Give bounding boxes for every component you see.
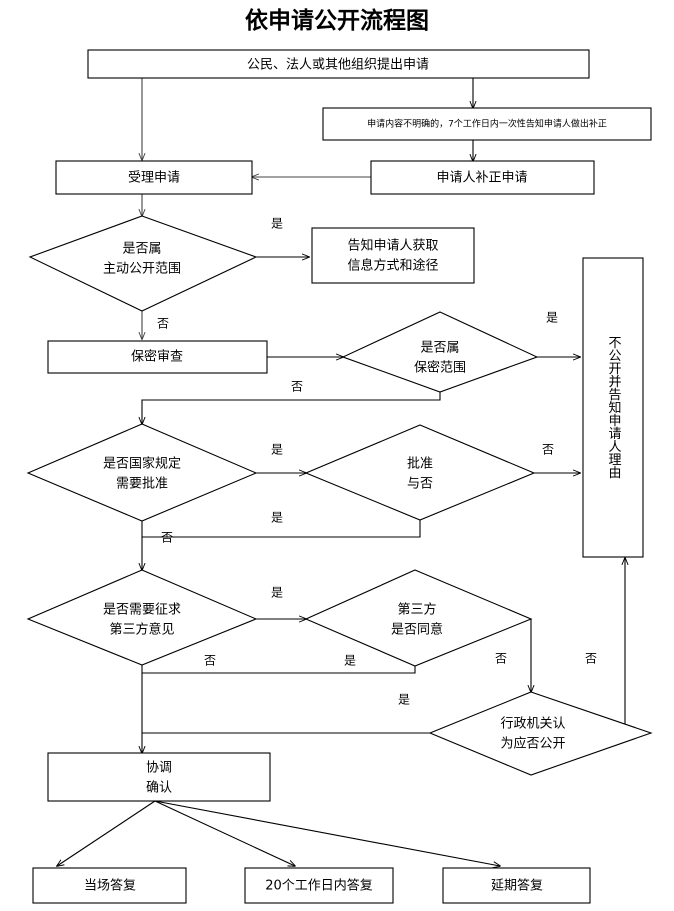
node-accept-label: 受理申请 bbox=[128, 171, 180, 186]
edge-label-d5-no: 否 bbox=[204, 654, 216, 668]
node-decision-third-party-opinion[interactable]: 是否需要征求 第三方意见 bbox=[26, 569, 258, 666]
node-delayed-label: 延期答复 bbox=[491, 878, 543, 894]
node-coordinate-confirm[interactable]: 协调 确认 bbox=[47, 752, 271, 802]
node-decision-active-disclosure[interactable]: 是否属 主动公开范围 bbox=[28, 215, 258, 312]
node-decision-confidential-scope[interactable]: 是否属 保密范围 bbox=[341, 311, 539, 393]
page-title: 依申请公开流程图 bbox=[245, 7, 429, 34]
node-confidentiality-review[interactable]: 保密审查 bbox=[47, 340, 268, 374]
node-d1-label-line1: 是否属 bbox=[122, 242, 161, 257]
edge-label-d3-yes: 是 bbox=[271, 443, 283, 457]
edge-coord-to-20days bbox=[154, 800, 295, 866]
edge-label-d4-no: 否 bbox=[542, 443, 554, 457]
node-d2-label-line2: 保密范围 bbox=[414, 360, 466, 376]
node-d4-label-line2: 与否 bbox=[407, 477, 433, 492]
node-d6-label-line1: 第三方 bbox=[397, 602, 436, 618]
node-d7-label-line1: 行政机关认 bbox=[500, 717, 565, 732]
node-decision-approved[interactable]: 批准 与否 bbox=[304, 424, 536, 521]
node-coord-label-line2: 确认 bbox=[146, 781, 172, 796]
node-decision-state-approval[interactable]: 是否国家规定 需要批准 bbox=[26, 423, 258, 522]
node-clarify-label: 申请内容不明确的，7个工作日内一次性告知申请人做出补正 bbox=[367, 118, 607, 130]
node-review-label: 保密审查 bbox=[131, 349, 183, 365]
edge-label-d6-yes2: 是 bbox=[398, 693, 410, 707]
node-d1-label-line2: 主动公开范围 bbox=[103, 262, 181, 277]
edge-label-d6-no: 否 bbox=[495, 652, 507, 666]
edge-d6-yes-join bbox=[142, 666, 416, 674]
node-d3-label-line2: 需要批准 bbox=[116, 477, 168, 492]
node-nondisclose-label: 不公开并告知申请人理由 bbox=[606, 336, 622, 479]
edge-label-d1-yes: 是 bbox=[271, 217, 283, 231]
node-reply-delayed[interactable]: 延期答复 bbox=[442, 867, 591, 904]
node-d2-label-line1: 是否属 bbox=[420, 341, 459, 356]
node-amend-label: 申请人补正申请 bbox=[436, 171, 527, 186]
node-reply-onsite[interactable]: 当场答复 bbox=[32, 867, 187, 904]
node-nondisclose-reason[interactable]: 不公开并告知申请人理由 bbox=[582, 257, 644, 558]
node-inform-channel[interactable]: 告知申请人获取 信息方式和途径 bbox=[311, 227, 475, 284]
node-d3-label-line1: 是否国家规定 bbox=[103, 456, 181, 472]
edge-label-d5-yes: 是 bbox=[271, 586, 283, 600]
node-20days-label: 20个工作日内答复 bbox=[265, 878, 373, 894]
node-d6-label-line2: 是否同意 bbox=[391, 622, 443, 638]
edge-label-d3-yes2: 是 bbox=[271, 511, 283, 525]
node-apply-label: 公民、法人或其他组织提出申请 bbox=[247, 57, 429, 73]
node-coord-label-line1: 协调 bbox=[146, 761, 172, 776]
node-decision-agency-disclose[interactable]: 行政机关认 为应否公开 bbox=[428, 691, 653, 776]
node-decision-third-party-agree[interactable]: 第三方 是否同意 bbox=[304, 569, 533, 667]
node-amend[interactable]: 申请人补正申请 bbox=[370, 160, 595, 195]
edge-label-d3-no: 否 bbox=[161, 531, 173, 545]
edge-coord-to-delayed bbox=[154, 800, 500, 866]
edge-label-d7-no: 否 bbox=[585, 652, 597, 666]
edge-d4-yes-join bbox=[142, 520, 421, 538]
node-d7-label-line2: 为应否公开 bbox=[500, 736, 565, 752]
edge-d2-no-to-d3 bbox=[142, 392, 441, 424]
node-accept[interactable]: 受理申请 bbox=[55, 160, 253, 195]
node-inform-label-line2: 信息方式和途径 bbox=[347, 258, 438, 274]
node-inform-label-line1: 告知申请人获取 bbox=[347, 238, 438, 254]
edge-label-d1-no: 否 bbox=[157, 317, 169, 331]
node-d4-label-line1: 批准 bbox=[407, 457, 433, 472]
edge-label-d2-no: 否 bbox=[291, 380, 303, 394]
node-onsite-label: 当场答复 bbox=[84, 878, 136, 894]
edge-label-d2-yes: 是 bbox=[546, 311, 558, 325]
node-clarify[interactable]: 申请内容不明确的，7个工作日内一次性告知申请人做出补正 bbox=[322, 107, 652, 141]
node-apply[interactable]: 公民、法人或其他组织提出申请 bbox=[87, 49, 590, 79]
edge-coord-to-onsite bbox=[57, 800, 156, 866]
node-d5-label-line2: 第三方意见 bbox=[109, 622, 174, 638]
node-d5-label-line1: 是否需要征求 bbox=[103, 603, 181, 618]
node-reply-20days[interactable]: 20个工作日内答复 bbox=[244, 867, 394, 904]
edge-label-d6-yes: 是 bbox=[344, 654, 356, 668]
